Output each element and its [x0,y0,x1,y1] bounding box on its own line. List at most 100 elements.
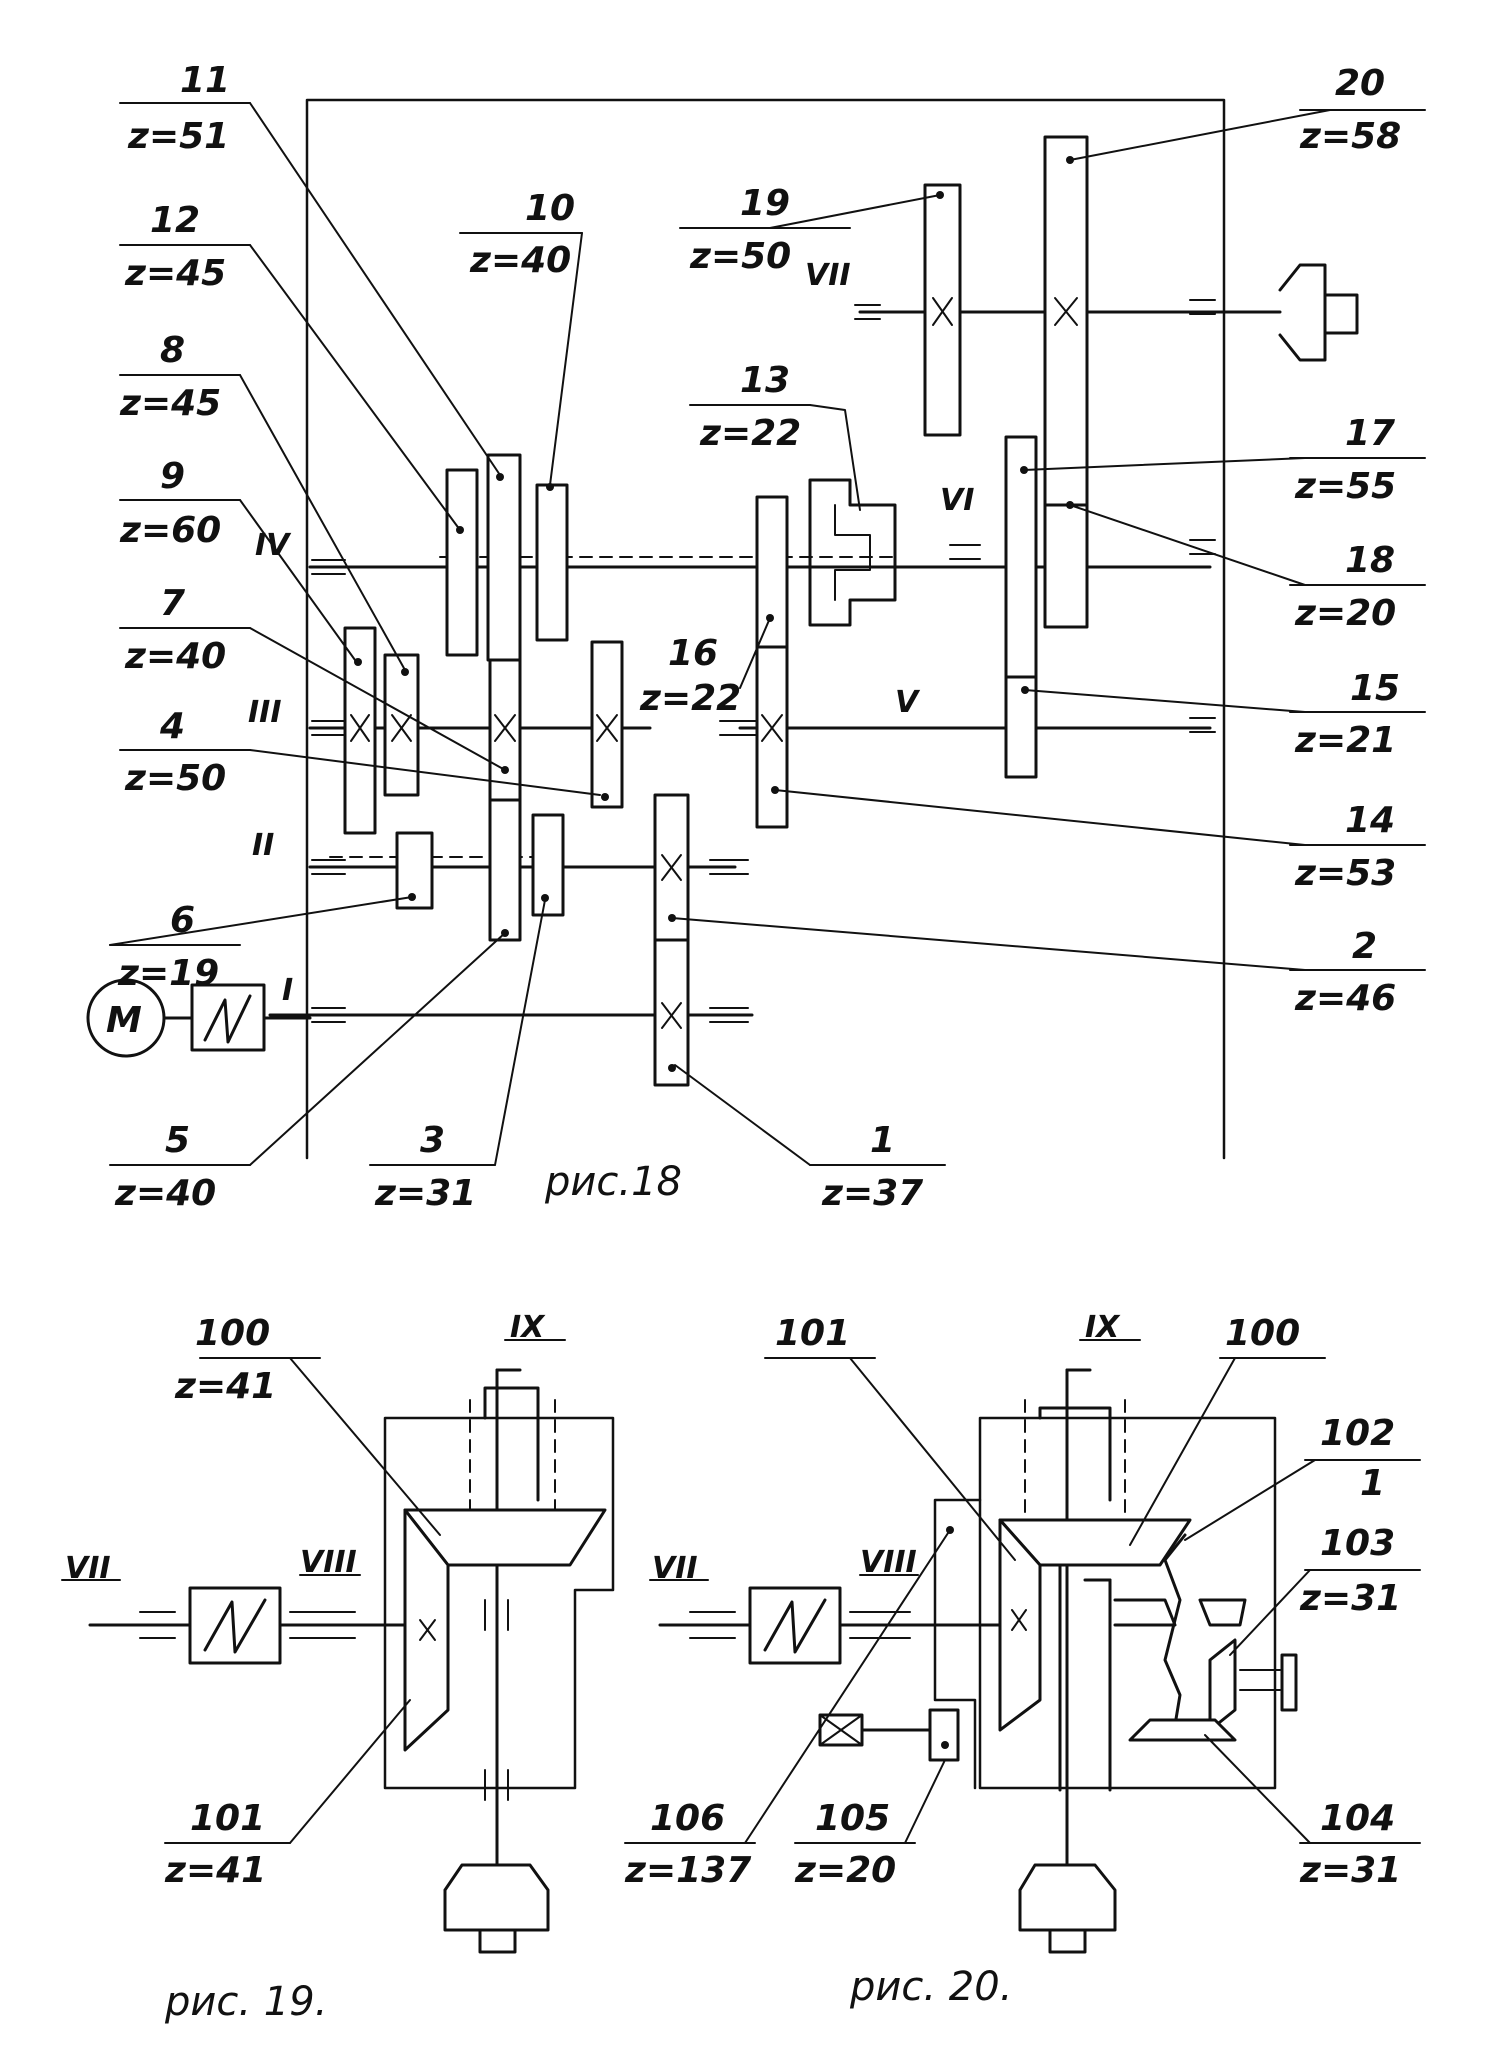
gear-18-number: 18 [1345,540,1395,581]
leader-8 [239,374,406,671]
bevel-gear-101-fig20 [998,1518,1042,1732]
shaft-VII-label: VII [805,258,851,293]
leader-10 [549,232,583,486]
gear-14 [755,645,789,829]
gear-11-number: 11 [180,60,230,101]
gear-101-number-fig20: 101 [775,1313,850,1354]
figure-20: 101 100 102 1 103 z=31 104 z=31 106 z=13… [624,1310,1421,2010]
leader-14 [774,789,1306,846]
fixed-mark [661,1002,682,1029]
shaft-V-label: V [895,685,921,720]
fixed-mark [419,1619,436,1641]
gear-102-sub-fig20: 1 [1360,1463,1385,1504]
gears-fig18 [343,135,1089,1087]
gear-12 [445,468,479,657]
gear-104-number-fig20: 104 [1320,1798,1395,1839]
gear-3-teeth: z=31 [374,1173,476,1214]
dot [501,766,509,774]
gear-105-number-fig20: 105 [815,1798,890,1839]
gear-100-number-fig20: 100 [1225,1313,1300,1354]
gear-11 [486,453,522,662]
gear-12-teeth: z=45 [124,253,226,294]
figure-18-caption: рис.18 [544,1159,682,1205]
gear-5 [488,798,522,942]
dot [1066,156,1074,164]
gear-17 [1004,435,1038,679]
clutch-zigzag-fig19 [203,1598,267,1654]
shaft-II-label: II [252,828,274,863]
leader-101-fig20 [849,1357,1016,1561]
gear-20-teeth: z=58 [1299,116,1401,157]
dot [1066,501,1074,509]
leader-2 [671,917,1306,971]
shaft-IX-label-fig19: IX [510,1310,546,1345]
motor-letter: M [106,1000,142,1041]
gear-14-teeth: z=53 [1294,853,1396,894]
gear-103-number-fig20: 103 [1320,1523,1395,1564]
leader-103-fig20 [1229,1569,1311,1656]
bevel-gear-103 [1208,1638,1237,1732]
figure-20-caption: рис. 20. [849,1964,1012,2010]
fixed-mark [350,714,370,742]
gear-7-number: 7 [160,583,185,624]
leader-102-fig20 [1184,1459,1316,1541]
gear-8 [383,653,420,797]
shaft-VIII-label-fig20: VIII [860,1545,917,1580]
shaft-III-label: III [248,695,282,730]
figure-19-caption: рис. 19. [164,1979,327,2025]
gear-3-number: 3 [420,1120,445,1161]
gear-5-teeth: z=40 [114,1173,216,1214]
gear-7-teeth: z=40 [124,636,226,677]
dot [1021,686,1029,694]
leader-104-fig20 [1204,1734,1311,1844]
spindle-cap-fig20 [1048,1928,1087,1954]
housing-fig20 [978,1416,1277,1790]
gear-18-teeth: z=20 [1294,593,1396,634]
gear-15-teeth: z=21 [1294,720,1396,761]
leader-17 [1023,457,1306,471]
gear-106-teeth-fig20: z=137 [624,1850,751,1891]
gear-19-number: 19 [740,183,790,224]
fixed-marks-fig18 [350,297,1078,1029]
dot [941,1741,949,1749]
clutch-zigzag-fig20 [763,1598,827,1654]
gear-11-teeth: z=51 [127,116,229,157]
leader-19 [769,194,941,229]
leader-13 [809,404,861,511]
dot [668,914,676,922]
fixed-mark [761,714,783,742]
fixed-mark [1054,297,1078,326]
gear-6-number: 6 [170,900,195,941]
dot [408,893,416,901]
fixed-mark [596,714,618,742]
gear-19-teeth: z=50 [689,236,791,277]
spindle-quill-fig20 [1038,1406,1112,1502]
gear-17-number: 17 [1345,413,1395,454]
shaft-VIII-label-fig19: VIII [300,1545,357,1580]
dot [936,191,944,199]
gear-10 [535,483,569,642]
leader-9 [239,499,356,661]
gear-105 [928,1708,960,1762]
fixed-mark [1011,1609,1027,1631]
clutch-zigzag [203,994,252,1044]
leader-100-fig19 [289,1357,441,1536]
gear-1 [653,938,690,1087]
housing-fig19 [383,1416,615,1790]
gear-17-teeth: z=55 [1294,466,1396,507]
gear-12-number: 12 [150,200,200,241]
gear-14-number: 14 [1345,800,1395,841]
leader-3 [494,899,546,1166]
gear-102-number-fig20: 102 [1320,1413,1395,1454]
cam-follower [1198,1598,1247,1627]
housing-fig20-ext [933,1498,982,1790]
handwheel-103 [1280,1653,1298,1712]
gear-105-teeth-fig20: z=20 [794,1850,896,1891]
spindle-cap-fig19 [478,1928,517,1954]
gear-9-teeth: z=60 [119,510,221,551]
gear-106-number-fig20: 106 [650,1798,725,1839]
dot [456,526,464,534]
gear-16 [755,495,789,649]
leader-101-fig19 [289,1699,411,1844]
cam-curve-102 [1163,1533,1187,1727]
